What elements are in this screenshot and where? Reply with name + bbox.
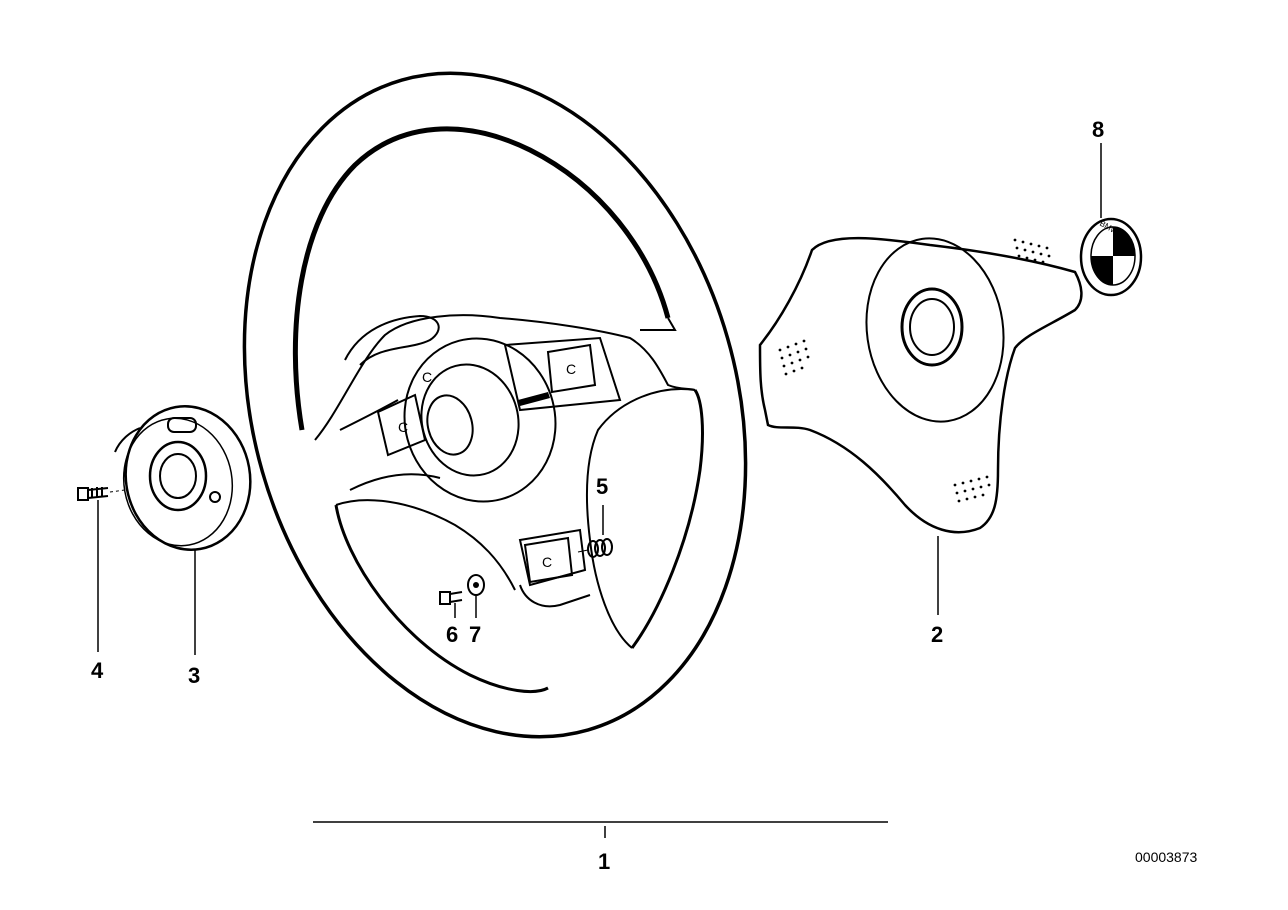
reference-code: 00003873 [1135,849,1198,865]
part-label-3: 3 [188,663,200,688]
svg-text:C: C [566,361,576,377]
part-label-1: 1 [598,849,610,874]
mounting-tab-bottom: C [523,536,574,584]
emblem: BMW [1079,217,1143,297]
steering-wheel: C C C C [242,71,748,739]
part-label-6: 6 [446,622,458,647]
part-label-8: 8 [1092,117,1104,142]
steering-wheel-rim-inner [292,126,671,431]
screw-4 [77,487,126,501]
screw-6 [439,591,463,605]
leader-lines [97,143,1102,838]
hub-adapter [114,405,252,551]
part-label-2: 2 [931,622,943,647]
steering-wheel-opening-left [334,504,549,693]
mounting-tab-top: C [546,343,597,394]
mounting-tab-left: C [376,393,427,457]
part-label-4: 4 [91,658,104,683]
svg-text:C: C [422,369,432,385]
steering-wheel-opening-right [630,389,704,649]
airbag-cover [758,236,1083,534]
steering-wheel-hub [314,314,696,491]
washer-7 [467,574,485,596]
svg-text:C: C [398,419,408,435]
steering-wheel-rim-outer [242,71,748,739]
part-label-7: 7 [469,622,481,647]
spring-5 [577,538,613,558]
part-label-5: 5 [596,474,608,499]
svg-text:C: C [542,554,552,570]
